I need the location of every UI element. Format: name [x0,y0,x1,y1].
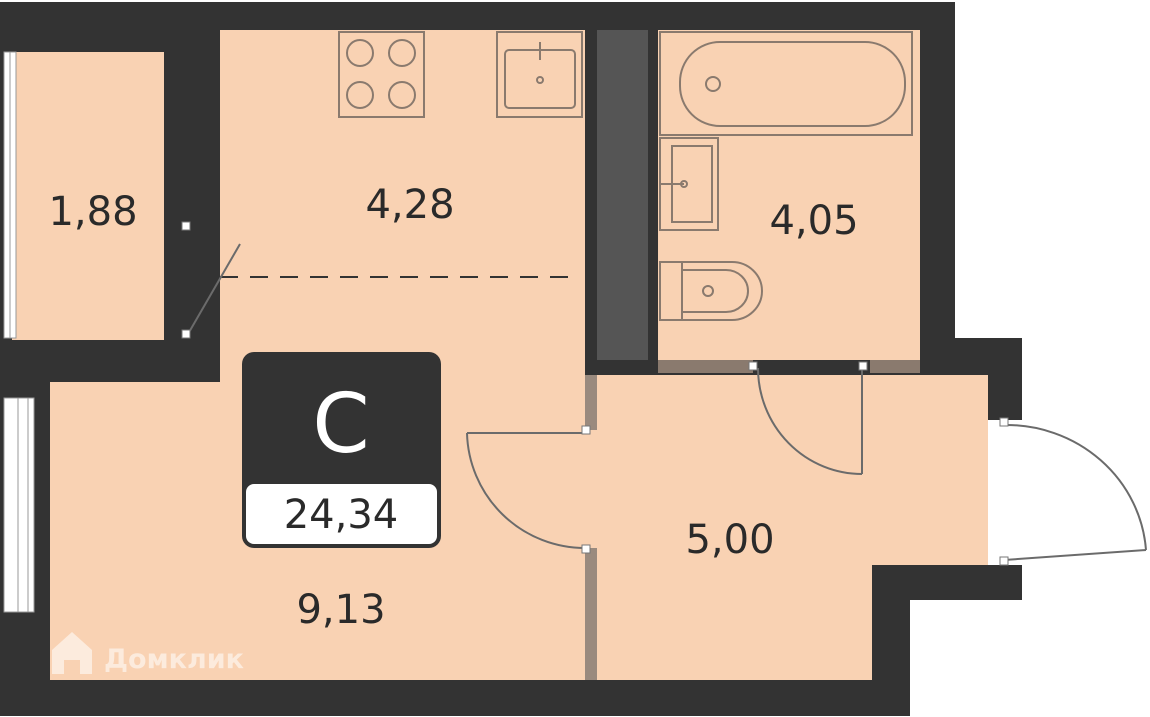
ventilation-shaft [597,30,648,360]
washbasin-icon [659,137,719,231]
area-balcony: 1,88 [48,189,137,235]
living-door [466,425,591,554]
unit-type-letter: С [312,377,369,472]
area-bathroom: 4,05 [769,198,858,244]
watermark-text: Домклик [104,644,244,675]
balcony-window [3,51,17,339]
bathroom-wall-left [658,360,753,373]
bathroom-wall-right [870,360,920,373]
bathtub-icon [659,31,913,136]
stove-icon [338,31,425,118]
area-kitchen: 4,28 [365,182,454,228]
room-balcony [12,52,164,340]
area-living-room: 9,13 [296,587,385,633]
room-hallway [597,375,988,680]
balcony-door [181,221,241,339]
watermark: Домклик [52,632,244,675]
partition-opening [585,430,597,548]
entrance-door [988,417,1147,566]
house-logo-icon [52,632,92,674]
bathroom-door [748,361,868,475]
toilet-icon [659,261,763,321]
unit-total-area: 24,34 [284,492,399,538]
area-hallway: 5,00 [685,517,774,563]
living-window [3,397,35,613]
kitchen-sink-icon [496,31,583,118]
unit-badge: С 24,34 [242,352,441,548]
room-bathroom [658,30,920,360]
